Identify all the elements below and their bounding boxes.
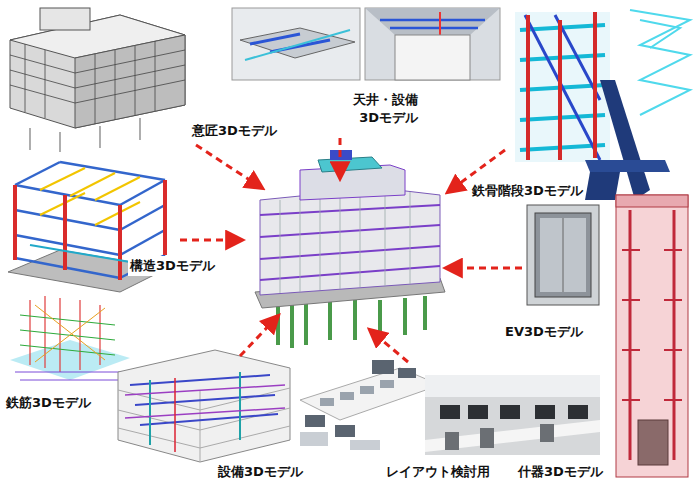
model-label: 設備3Dモデル (216, 462, 305, 482)
model-label: EV3Dモデル (503, 322, 585, 342)
model-label: 什器3Dモデル (516, 462, 605, 482)
layout-model (300, 360, 440, 450)
model-label: 鉄骨階段3Dモデル (470, 181, 585, 201)
furniture-model (425, 375, 600, 455)
model-label: レイアウト検討用 (384, 462, 492, 482)
architecture-model (10, 8, 185, 152)
ceiling-model (232, 8, 500, 80)
equipment-model (118, 350, 290, 462)
integrated-model (255, 150, 445, 348)
model-label: 構造3Dモデル (128, 256, 217, 276)
rebar-model (10, 296, 130, 380)
dashed-arrow (180, 138, 522, 362)
model-label: 鉄筋3Dモデル (4, 393, 93, 413)
stair-model (515, 10, 690, 200)
model-label: 意匠3Dモデル (190, 121, 279, 141)
model-label: 天井・設備 3Dモデル (342, 90, 420, 127)
